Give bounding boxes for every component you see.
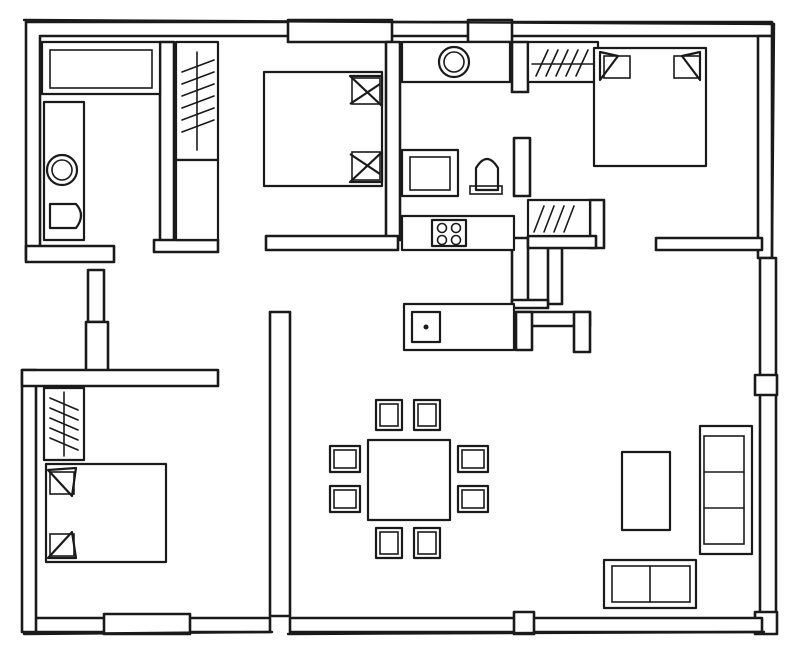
bedroom-top-right [526, 40, 708, 238]
bedroom-bottom-left [42, 386, 168, 564]
sketch-strokes [22, 18, 776, 636]
bathroom-top-left [40, 40, 162, 242]
outer-walls [20, 18, 779, 636]
bed [592, 46, 708, 168]
bathroom-top-right [400, 40, 512, 198]
dining-table [366, 438, 452, 522]
bed [262, 70, 384, 188]
cooktop [430, 218, 468, 248]
interior-walls [20, 40, 764, 618]
shelf [526, 198, 592, 238]
wardrobe-left [174, 40, 220, 242]
bedroom-top-middle [262, 70, 384, 188]
kitchen-sink [410, 310, 442, 344]
toilet [474, 157, 500, 192]
coffee-table [620, 450, 672, 532]
toilet [48, 202, 83, 230]
kitchen [400, 214, 516, 352]
living-dining [328, 398, 754, 610]
